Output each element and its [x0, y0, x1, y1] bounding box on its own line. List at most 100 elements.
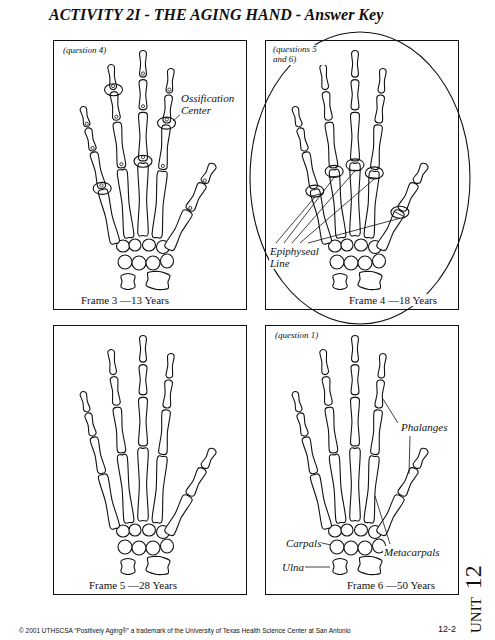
carpal-bone	[146, 256, 160, 270]
phalanx-bone	[80, 107, 90, 127]
ossification-cap	[91, 146, 94, 149]
leader-line	[308, 218, 400, 243]
leader-line	[375, 496, 390, 544]
carpal-bone	[373, 254, 386, 268]
ossification-cap	[141, 156, 144, 159]
carpal-bone	[355, 524, 368, 536]
phalanx-bone	[108, 349, 117, 374]
phalanx-bone	[163, 95, 173, 123]
ossification-cap	[85, 122, 88, 125]
phalanx-bone	[378, 353, 386, 378]
metacarpal-bone	[117, 169, 134, 238]
unit-number: 12	[460, 564, 486, 590]
highlight-ring	[134, 155, 152, 167]
part-label: Phalanges	[400, 421, 448, 433]
carpal-bone	[344, 256, 358, 270]
phalanx-bone	[159, 410, 171, 455]
carpal-bone	[344, 541, 358, 555]
ulna-bone	[121, 274, 135, 290]
unit-word: UNIT	[468, 596, 485, 634]
leader-line	[409, 436, 410, 474]
ossification-cap	[203, 179, 206, 182]
carpal-bone	[330, 255, 344, 269]
metacarpal-bone	[310, 474, 331, 529]
carpal-bone	[146, 541, 160, 555]
carpal-bone	[161, 254, 174, 268]
phalanx-bone	[413, 448, 428, 468]
highlight-ring	[346, 159, 364, 171]
phalanx-bone	[413, 163, 428, 183]
hand-skeleton	[80, 51, 216, 290]
highlight-ring	[365, 167, 383, 179]
highlight-ellipse	[250, 32, 470, 324]
phalanx-bone	[325, 407, 338, 453]
part-label: Ossification Center	[180, 92, 244, 116]
page-title: ACTIVITY 2I - THE AGING HAND - Answer Ke…	[48, 6, 384, 24]
highlight-ring	[93, 182, 111, 194]
metacarpal-bone	[350, 448, 361, 521]
phalanx-bone	[113, 122, 126, 168]
frame-caption: Frame 4 —18 Years	[348, 294, 438, 306]
metacarpal-bone	[377, 210, 405, 251]
ossification-cap	[161, 164, 164, 167]
phalanx-bone	[140, 336, 147, 363]
ossification-cap	[141, 105, 144, 108]
phalanx-bone	[110, 377, 120, 406]
phalanx-bone	[320, 349, 329, 374]
ossification-cap	[165, 118, 168, 121]
phalanx-bone	[292, 392, 302, 412]
phalanx-bone	[371, 125, 383, 170]
carpal-bone	[355, 239, 368, 251]
ossification-cap	[141, 72, 144, 75]
ossification-cap	[115, 115, 118, 118]
phalanx-bone	[302, 437, 317, 474]
metacarpal-bone	[165, 210, 193, 251]
phalanx-bone	[375, 95, 385, 123]
metacarpal-bone	[138, 163, 149, 236]
carpal-bone	[358, 541, 372, 555]
phalanx-bone	[166, 68, 174, 93]
frame-caption: Frame 5 —28 Years	[88, 579, 178, 591]
phalanx-bone	[163, 380, 173, 408]
phalanx-bone	[322, 377, 332, 406]
phalanx-bone	[351, 112, 360, 161]
phalanx-bone	[325, 122, 338, 168]
phalanx-bone	[139, 80, 147, 110]
page-number: 12-2	[437, 625, 457, 635]
leader-line	[276, 197, 315, 243]
highlight-ring	[105, 84, 123, 96]
ossification-cap	[120, 163, 123, 166]
carpal-bone	[118, 255, 132, 269]
leader-line	[322, 543, 331, 545]
carpal-bone	[341, 524, 353, 536]
metacarpal-bone	[165, 495, 193, 536]
phalanx-bone	[297, 128, 308, 151]
radius-bone	[358, 271, 382, 289]
phalanx-bone	[322, 92, 332, 121]
phalanx-bone	[378, 68, 386, 93]
frame-panel: Frame 5 —28 Years	[53, 325, 247, 595]
ossification-cap	[100, 184, 103, 187]
phalanx-bone	[351, 80, 359, 110]
metacarpal-bone	[329, 454, 346, 523]
leader-line	[303, 567, 330, 568]
unit-tab: 12UNIT	[460, 564, 486, 634]
phalanx-bone	[85, 128, 96, 151]
phalanx-bone	[113, 407, 126, 453]
carpal-bone	[132, 256, 146, 270]
part-label: Ulna	[281, 561, 305, 573]
metacarpal-bone	[98, 474, 119, 529]
carpal-bone	[341, 239, 353, 251]
ossification-cap	[112, 84, 115, 87]
radius-bone	[358, 556, 382, 574]
phalanx-bone	[139, 365, 147, 395]
carpal-bone	[129, 524, 141, 536]
carpal-bone	[161, 539, 174, 553]
highlight-ring	[158, 117, 176, 129]
part-label: Carpals	[285, 537, 322, 549]
leader-line	[284, 177, 334, 243]
phalanx-bone	[375, 380, 385, 408]
ossification-cap	[189, 206, 192, 209]
leader-line	[292, 171, 355, 243]
phalanx-bone	[201, 163, 216, 183]
